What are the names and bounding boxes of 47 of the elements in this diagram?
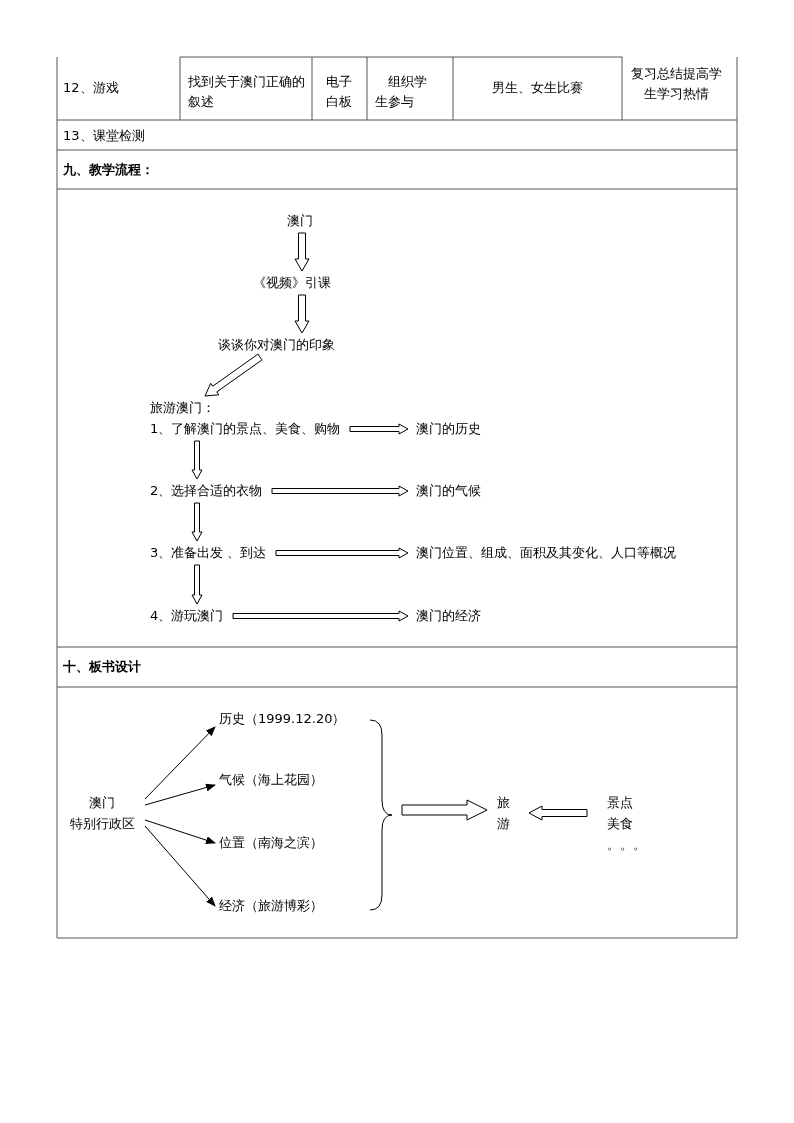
- flow-text: 旅游澳门：: [150, 400, 215, 416]
- board-text: 景点: [607, 794, 634, 812]
- arrow: [191, 440, 203, 480]
- board-text: 气候（海上花园）: [219, 772, 323, 788]
- flow-text: 《视频》引课: [253, 275, 331, 291]
- arrow: [401, 799, 488, 821]
- arrow: [232, 610, 409, 622]
- arrow: [528, 805, 588, 821]
- activity-text: 男生、女生比赛: [491, 80, 584, 96]
- board-text: 经济（旅游博彩）: [219, 898, 323, 914]
- topic-text: 澳门的气候: [416, 483, 481, 499]
- step-text: 1、了解澳门的景点、美食、购物: [150, 421, 341, 437]
- arrow: [144, 783, 216, 806]
- board-text: 美食: [607, 815, 634, 833]
- topic-text: 特别行政区: [68, 815, 136, 833]
- activity-text: 找到关于澳门正确的叙述: [188, 73, 306, 111]
- arrow: [294, 294, 310, 334]
- arrow: [275, 547, 409, 559]
- topic-text: 澳门的历史: [416, 421, 481, 437]
- step-text: 4、游玩澳门: [150, 608, 224, 624]
- board-text: 旅游: [497, 792, 511, 834]
- topic-text: 澳门位置、组成、面积及其变化、人口等概况: [416, 545, 676, 561]
- tool-text: 电子白板: [326, 73, 353, 111]
- step-text: 13、课堂检测: [63, 128, 146, 144]
- section-heading: 十、板书设计: [63, 659, 142, 675]
- arrow: [144, 726, 216, 800]
- arrow: [144, 825, 216, 907]
- topic-text: 澳门的经济: [416, 608, 481, 624]
- step-text: 12、游戏: [63, 80, 120, 96]
- flow-text: 澳门: [287, 213, 313, 229]
- arrow: [204, 353, 263, 397]
- step-text: 2、选择合适的衣物: [150, 483, 263, 499]
- arrow: [144, 819, 216, 844]
- flow-text: 谈谈你对澳门的印象: [218, 337, 335, 353]
- purpose-text: 复习总结提高学生学习热情: [630, 65, 722, 103]
- method-text: 组织学生参与: [375, 73, 428, 111]
- step-text: 3、准备出发 、到达: [150, 545, 267, 561]
- arrow: [349, 423, 409, 435]
- arrow: [294, 232, 310, 272]
- board-text: 。。。: [607, 836, 646, 854]
- board-text: 历史（1999.12.20）: [219, 711, 346, 727]
- arrow: [191, 502, 203, 542]
- arrow: [191, 564, 203, 605]
- board-text: 位置（南海之滨）: [219, 835, 323, 851]
- section-heading: 九、教学流程：: [63, 162, 155, 178]
- topic-text: 澳门: [88, 794, 116, 812]
- arrow: [271, 485, 409, 497]
